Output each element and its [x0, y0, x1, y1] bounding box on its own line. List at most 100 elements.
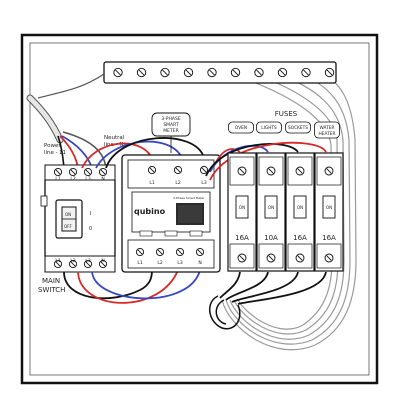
main-switch-0-label: 0 — [89, 226, 92, 232]
meter-model: 3-Phase Smart Meter — [173, 196, 205, 200]
switch-to-meter-wires — [63, 137, 205, 304]
fuse-toggle-label: ON — [239, 205, 245, 210]
meter-button-2[interactable] — [164, 230, 178, 237]
fuse-top-screw — [237, 166, 247, 176]
bus-bar-screw — [301, 67, 311, 78]
fuse-rating: 16A — [293, 234, 307, 242]
fuse-tag-label: SOCKETS — [288, 125, 308, 131]
fuse-tag — [256, 121, 282, 134]
fuse-top-screw — [295, 166, 305, 176]
bus-bar-screw — [254, 67, 264, 78]
terminal-label: N — [101, 258, 104, 264]
terminal-screw — [53, 167, 63, 177]
bus-bar-screw — [183, 67, 194, 78]
wire-loop-bundle — [209, 295, 241, 330]
bus-bar-screw — [113, 67, 123, 78]
terminal-screw — [175, 247, 185, 257]
bus-bar-screw — [160, 67, 170, 78]
terminal-screw — [83, 167, 93, 177]
meter-brand: qubino — [134, 207, 166, 216]
terminal-screw — [53, 259, 63, 269]
fuse-bottom-screw — [324, 253, 334, 263]
terminal-label: L2 — [175, 180, 181, 186]
meter-top-terminals: L1 L2 L3 — [147, 165, 209, 186]
terminal-label: L3 — [85, 176, 91, 182]
terminal-label: N — [198, 260, 201, 266]
neutral-bus-bar — [103, 61, 337, 84]
bus-bar-screw — [207, 67, 217, 78]
fuse-tag — [285, 121, 311, 134]
meter-button-3[interactable] — [189, 230, 203, 237]
smart-meter-callout: 3-PHASE SMART METER — [151, 112, 191, 153]
meter-callout-line2: SMART — [163, 122, 179, 128]
terminal-label: L3 — [201, 180, 207, 186]
fuse-toggle[interactable] — [264, 195, 278, 219]
terminal-screw — [83, 259, 93, 269]
meter-button-1[interactable] — [139, 230, 153, 237]
terminal-label: L2 — [157, 260, 163, 266]
fuse-toggle-label: ON — [297, 205, 303, 210]
terminal-screw — [98, 167, 108, 177]
fuse-tag-label: LIGHTS — [261, 125, 277, 131]
meter-callout-line1: 3-PHASE — [161, 116, 181, 122]
terminal-screw — [195, 247, 205, 257]
fuse-tag-label: OVEN — [235, 125, 247, 131]
neutral-line-label-a: Neutral — [104, 135, 125, 141]
meter-to-fuses-wires — [205, 141, 327, 181]
terminal-screw — [135, 247, 145, 257]
fuse-toggle-label: ON — [268, 205, 274, 210]
main-switch-label-line1: MAIN — [42, 277, 60, 285]
fuse-tag — [314, 121, 340, 139]
main-switch-off-label: OFF — [64, 224, 72, 229]
main-switch-label-line2: SWITCH — [38, 286, 65, 294]
fuse-tag — [228, 121, 254, 134]
meter-callout-line3: METER — [163, 128, 178, 134]
terminal-label: L2 — [70, 176, 76, 182]
terminal-label: L3 — [85, 258, 91, 264]
fuse-bottom-screw — [237, 253, 247, 263]
fuse: ON 16A — [285, 152, 315, 272]
bus-bar-screw — [277, 67, 288, 78]
fuse-toggle[interactable] — [322, 195, 336, 219]
terminal-screw — [68, 167, 78, 177]
fuse-toggle[interactable] — [235, 195, 249, 219]
fuse-outgoing-wires — [219, 271, 327, 305]
fuse-toggle-label: ON — [326, 205, 332, 210]
terminal-screw — [199, 165, 209, 175]
terminal-screw — [147, 165, 157, 175]
bus-bar-screw — [324, 67, 335, 78]
fuse-bottom-screw — [266, 253, 276, 263]
fuse-top-screw — [324, 166, 334, 176]
fuse: ON 10A — [256, 152, 286, 272]
bus-bar-screw — [136, 67, 147, 78]
bus-bar-screws — [113, 67, 335, 78]
terminal-screw — [155, 247, 165, 257]
fuse-bottom-screw — [295, 253, 305, 263]
main-switch-i-label: I — [90, 211, 91, 217]
fuse-tag-label: HEATER — [319, 131, 336, 137]
terminal-label: L1 — [149, 180, 155, 186]
fuse-toggle[interactable] — [293, 195, 307, 219]
grey-cable-bundle — [221, 71, 357, 351]
power-line-label-b: line - L1 — [44, 150, 66, 156]
power-line-label-a: Power — [44, 143, 61, 149]
enclosure-frame — [20, 33, 379, 385]
terminal-label: N — [101, 176, 104, 182]
terminal-label: L1 — [137, 260, 143, 266]
enclosure-inner-frame — [29, 42, 370, 376]
fuses-title: FUSES — [275, 110, 298, 118]
fuse-tag-label: WATER — [320, 125, 335, 131]
fuse-rating: 10A — [264, 234, 278, 242]
terminal-screw — [173, 165, 183, 175]
terminal-label: L1 — [55, 258, 61, 264]
